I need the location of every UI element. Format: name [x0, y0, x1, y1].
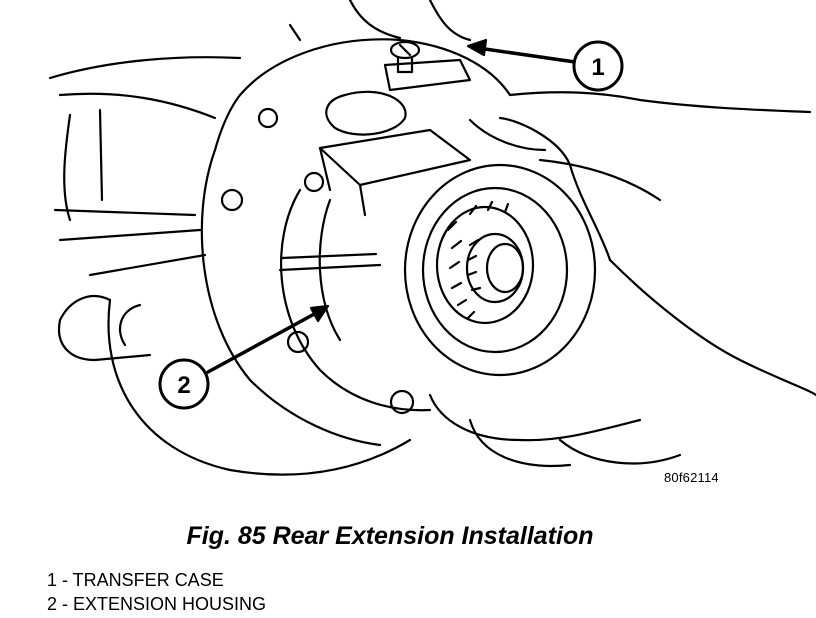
legend: 1 - TRANSFER CASE 2 - EXTENSION HOUSING — [47, 568, 266, 616]
callout-1-number: 1 — [591, 54, 604, 81]
callout-1: 1 — [572, 40, 624, 92]
legend-item-transfer-case: 1 - TRANSFER CASE — [47, 570, 224, 590]
figure-caption: Fig. 85 Rear Extension Installation — [186, 522, 594, 550]
output-shaft-assembly — [403, 163, 597, 377]
rear-extension-illustration: 1 2 — [48, 0, 816, 476]
extension-housing-body — [278, 58, 472, 412]
callout-2: 2 — [158, 358, 210, 410]
legend-item-extension-housing: 2 - EXTENSION HOUSING — [47, 594, 267, 614]
figure-id-code: 80f62114 — [664, 470, 719, 485]
transfer-case-body — [48, 0, 472, 476]
mounting-flange — [200, 38, 512, 447]
callout-2-number: 2 — [177, 372, 190, 399]
hands — [57, 91, 816, 467]
bolt — [389, 40, 421, 74]
leader-lines — [206, 38, 577, 374]
